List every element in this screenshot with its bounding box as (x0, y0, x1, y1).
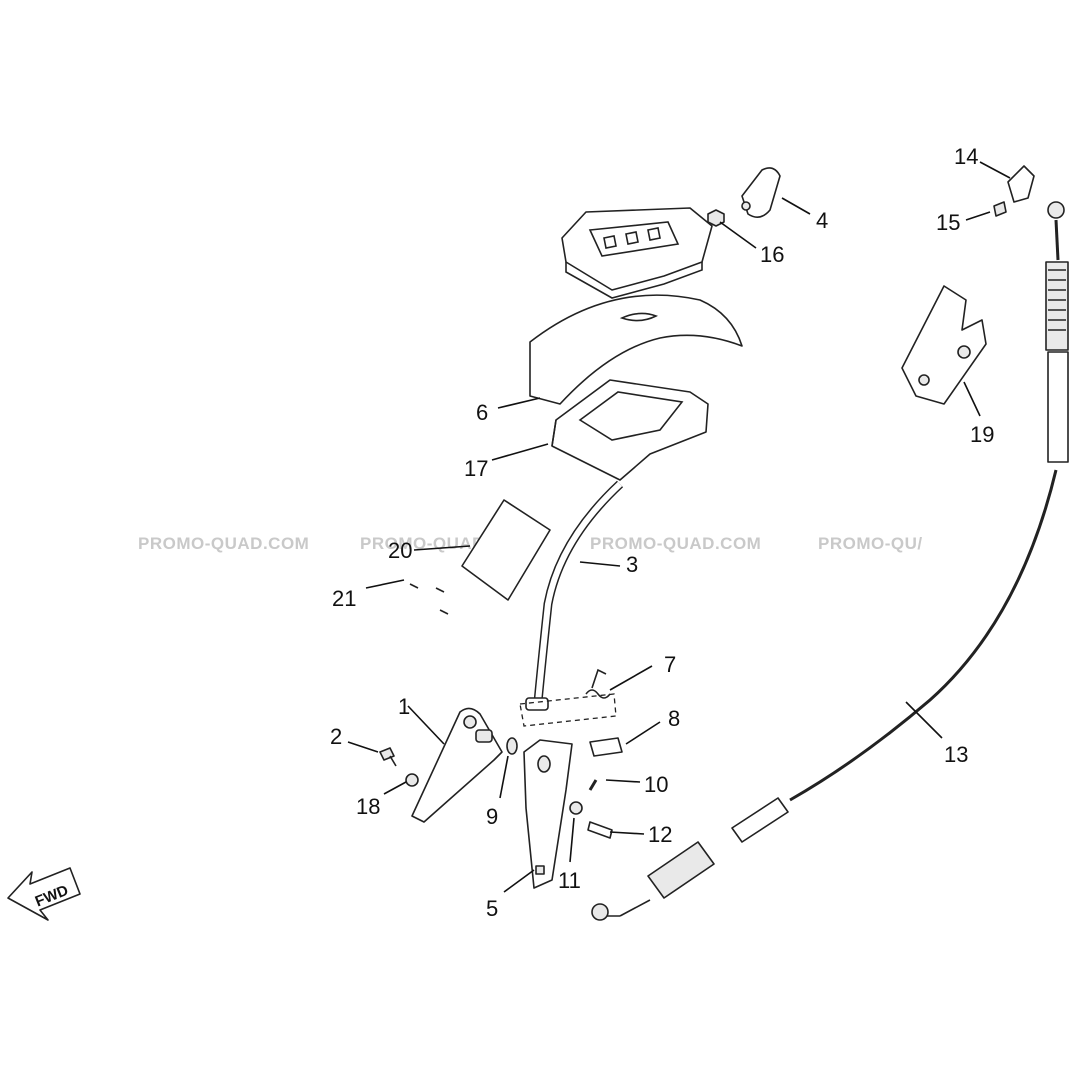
callout-16: 16 (760, 242, 784, 267)
part-11-washer (569, 801, 583, 815)
callout-9: 9 (486, 804, 498, 829)
callout-1: 1 (398, 694, 410, 719)
part-8-pin (589, 737, 623, 757)
part-20-label-sheet (461, 499, 551, 601)
part-1-bracket (411, 707, 503, 823)
callout-14: 14 (954, 144, 978, 169)
part-5-lever-arm (523, 739, 573, 889)
callout-20: 20 (388, 538, 412, 563)
callout-5: 5 (486, 896, 498, 921)
leader-lines (347, 161, 1011, 893)
part-3-shift-lever (525, 480, 624, 711)
callout-7: 7 (664, 652, 676, 677)
callout-6: 6 (476, 400, 488, 425)
callout-3: 3 (626, 552, 638, 577)
upper-cable-end (1045, 201, 1069, 463)
part-19-mount-bracket (901, 285, 987, 405)
watermark-3: PROMO-QUAD.COM (590, 534, 761, 553)
part-17-console-frame (551, 379, 709, 481)
part-4-shift-knob (741, 167, 781, 218)
callout-21: 21 (332, 586, 356, 611)
callout-10: 10 (644, 772, 668, 797)
callout-15: 15 (936, 210, 960, 235)
callout-19: 19 (970, 422, 994, 447)
callout-17: 17 (464, 456, 488, 481)
part-15-bolt (993, 201, 1007, 217)
callout-18: 18 (356, 794, 380, 819)
part-10-rod (588, 779, 598, 791)
callout-8: 8 (668, 706, 680, 731)
callout-12: 12 (648, 822, 672, 847)
callout-labels: 4 16 6 17 20 21 3 7 1 2 18 9 8 10 11 12 … (330, 144, 994, 921)
part-2-bolt (379, 747, 397, 767)
callout-4: 4 (816, 208, 828, 233)
part-9-washer (506, 737, 518, 755)
callout-11: 11 (558, 868, 581, 893)
shift-gate-housing (561, 207, 713, 299)
watermark-1: PROMO-QUAD.COM (138, 534, 309, 553)
part-18-washer (405, 773, 419, 787)
part-7-spring (519, 668, 617, 727)
watermark-4: PROMO-QU/ (818, 534, 923, 553)
callout-13: 13 (944, 742, 968, 767)
fwd-direction-arrow: FWD (7, 867, 81, 921)
part-13-cable (591, 469, 1058, 921)
part-6-cover-boot (529, 294, 743, 405)
part-14-clip (1007, 165, 1035, 203)
part-21-screws (409, 583, 449, 615)
part-12-bolt (587, 821, 613, 839)
callout-2: 2 (330, 724, 342, 749)
